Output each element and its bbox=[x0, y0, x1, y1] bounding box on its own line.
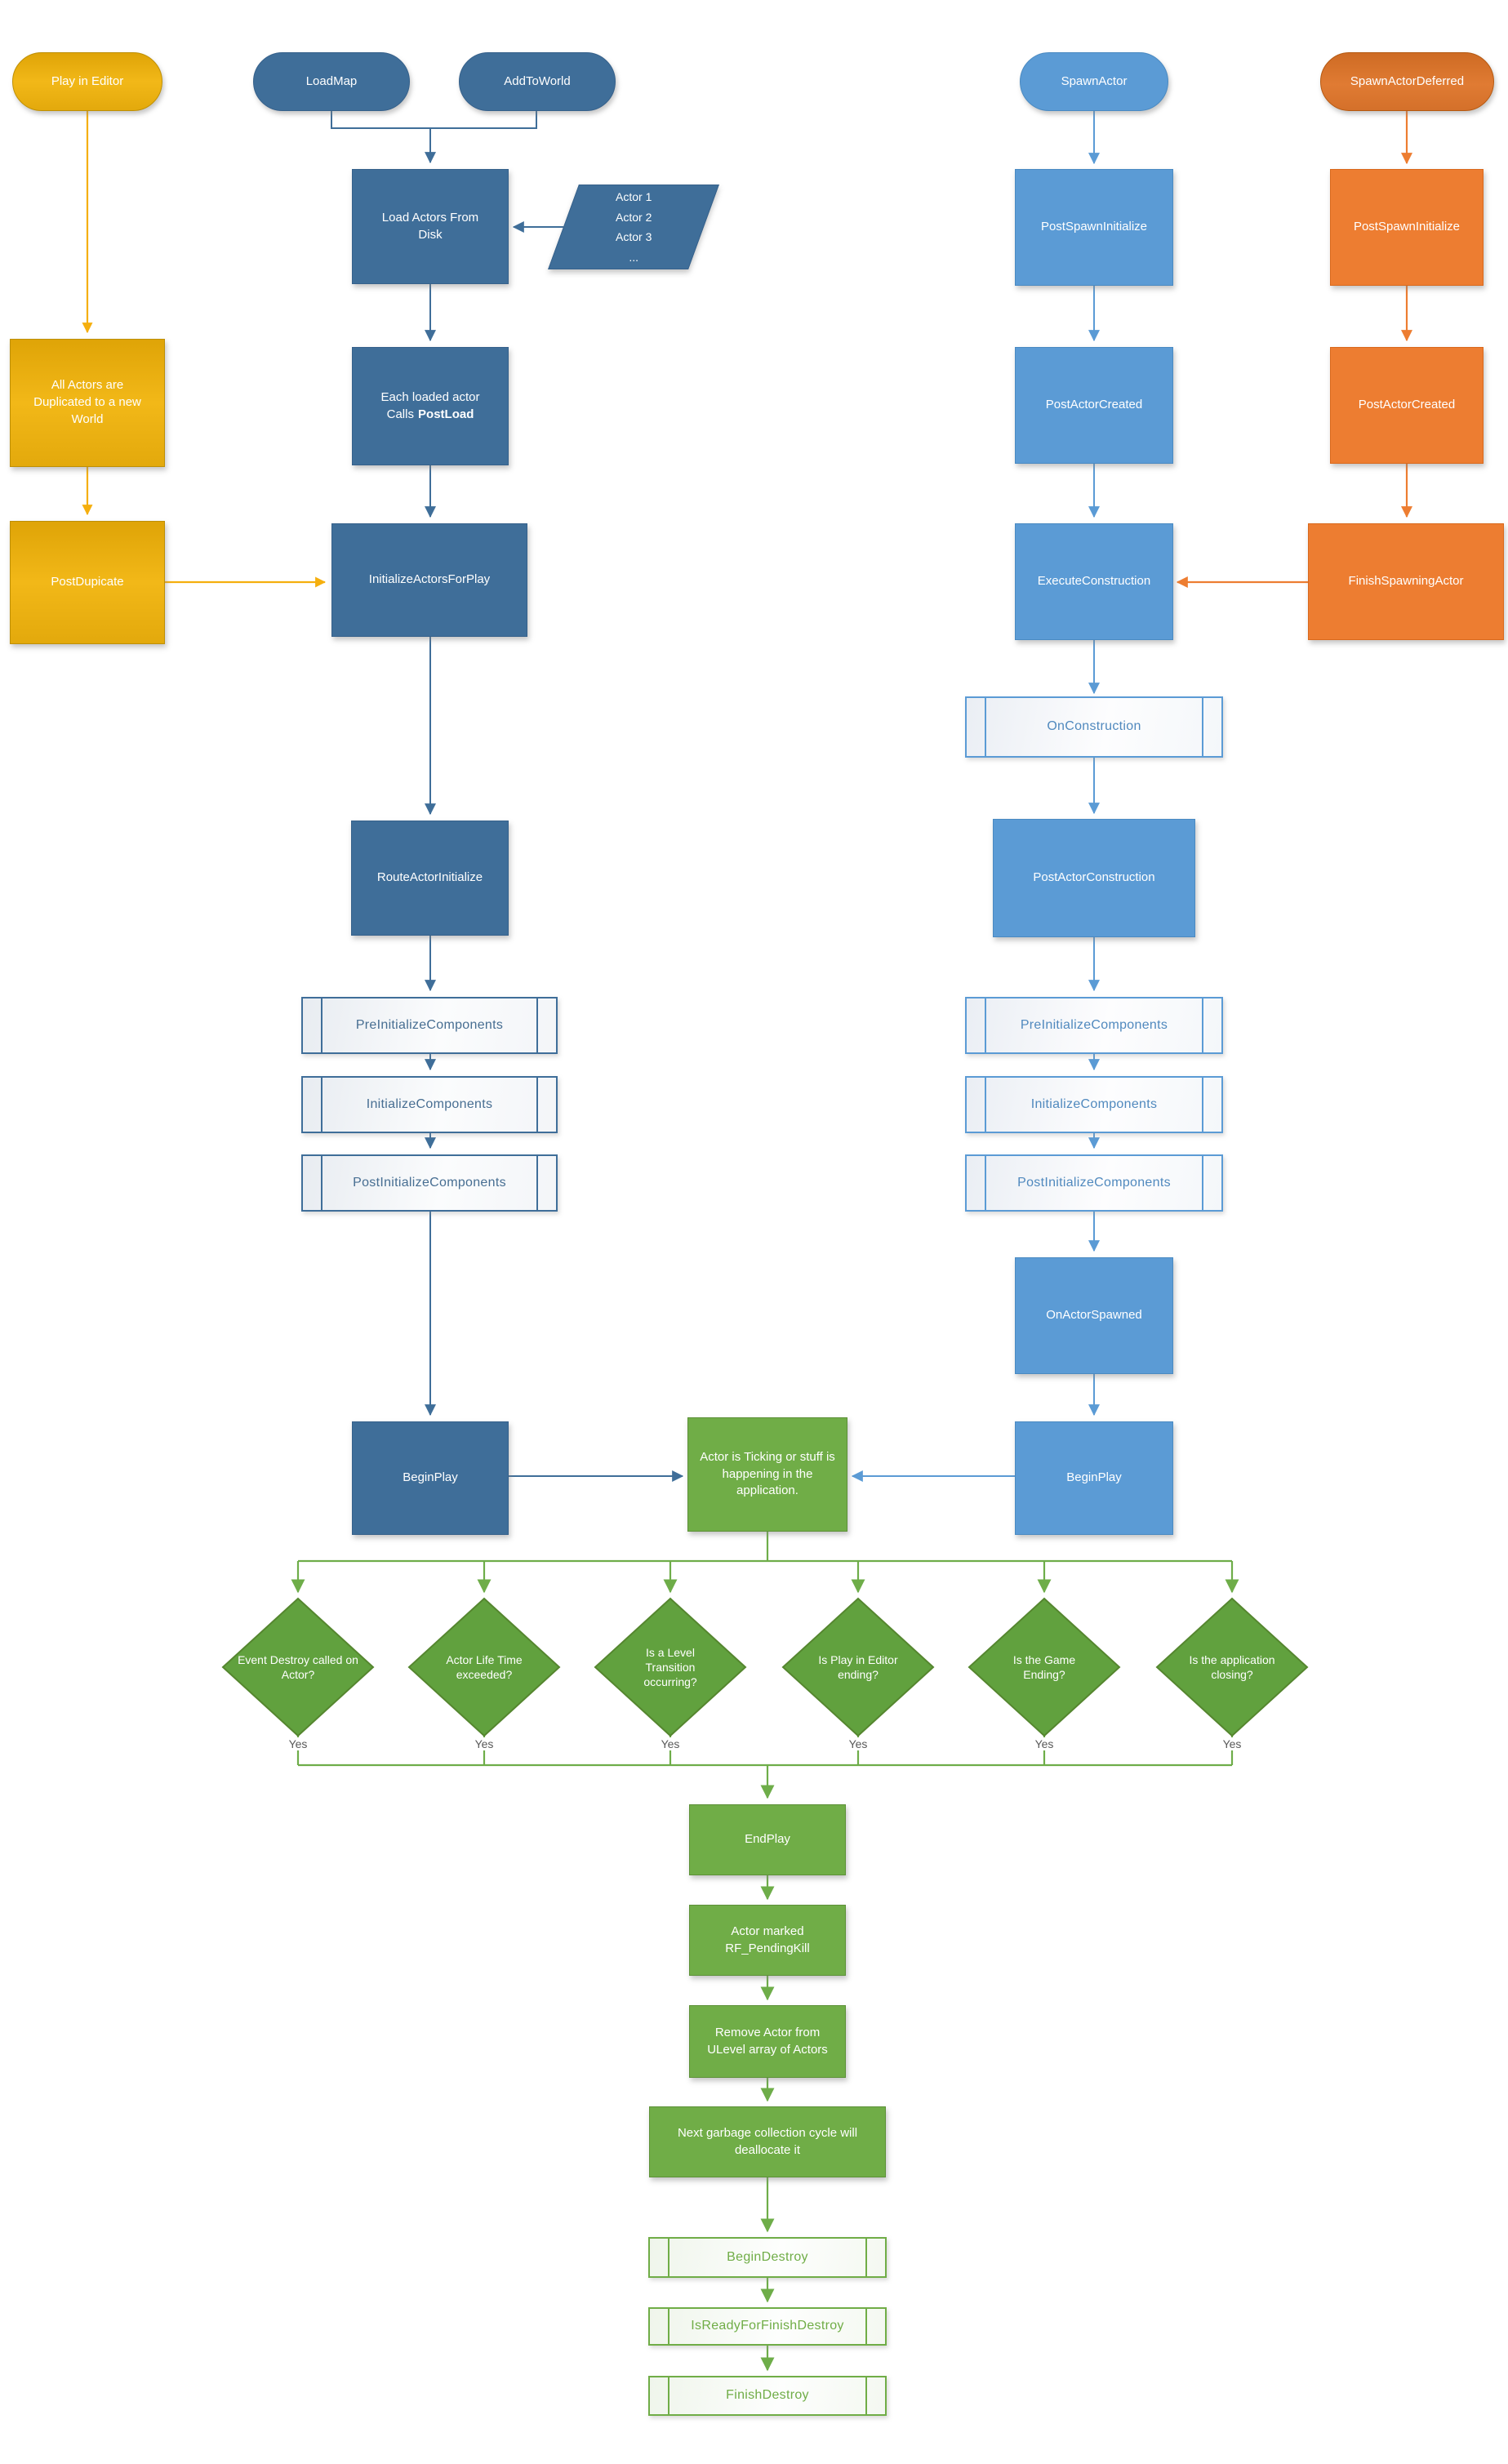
node-load-actors-from-disk: Load Actors From Disk bbox=[352, 169, 509, 284]
decision-game-ending-shape bbox=[968, 1597, 1121, 1737]
node-post-spawn-initialize: PostSpawnInitialize bbox=[1015, 169, 1173, 286]
node-spawn-actor-deferred: SpawnActorDeferred bbox=[1320, 52, 1494, 111]
node-pre-initialize-components-left: PreInitializeComponents bbox=[301, 997, 558, 1054]
node-finish-spawning-actor: FinishSpawningActor bbox=[1308, 523, 1504, 640]
yes-label: Yes bbox=[461, 1737, 507, 1750]
decision-event-destroy-shape bbox=[221, 1597, 375, 1737]
node-all-actors-duplicated: All Actors are Duplicated to a new World bbox=[10, 339, 165, 467]
node-initialize-components-right: InitializeComponents bbox=[965, 1076, 1223, 1133]
node-initialize-actors-for-play: InitializeActorsForPlay bbox=[331, 523, 527, 637]
yes-label: Yes bbox=[275, 1737, 321, 1750]
decision-game-ending: Is the Game Ending? bbox=[1012, 1652, 1076, 1681]
decision-app-closing-shape bbox=[1155, 1597, 1309, 1737]
decision-level-transition-shape bbox=[594, 1597, 747, 1737]
node-end-play: EndPlay bbox=[689, 1804, 846, 1875]
node-post-actor-construction: PostActorConstruction bbox=[993, 819, 1195, 937]
node-remove-actor-from-ulevel: Remove Actor from ULevel array of Actors bbox=[689, 2005, 846, 2078]
yes-label: Yes bbox=[647, 1737, 693, 1750]
decision-lifetime: Actor Life Time exceeded? bbox=[446, 1652, 523, 1681]
node-add-to-world: AddToWorld bbox=[459, 52, 616, 111]
node-begin-play-left: BeginPlay bbox=[352, 1421, 509, 1535]
decision-event-destroy: Event Destroy called on Actor? bbox=[238, 1652, 358, 1681]
node-execute-construction: ExecuteConstruction bbox=[1015, 523, 1173, 640]
node-post-actor-created-deferred: PostActorCreated bbox=[1330, 347, 1484, 464]
actor-list-lines: Actor 1 Actor 2 Actor 3 ... bbox=[615, 190, 652, 264]
decision-app-closing: Is the application closing? bbox=[1189, 1652, 1275, 1681]
decision-level-transition: Is a Level Transition occurring? bbox=[643, 1645, 697, 1689]
node-spawn-actor: SpawnActor bbox=[1020, 52, 1168, 111]
node-post-actor-created: PostActorCreated bbox=[1015, 347, 1173, 464]
yes-label: Yes bbox=[1209, 1737, 1255, 1750]
node-play-in-editor: Play in Editor bbox=[12, 52, 162, 111]
node-on-construction: OnConstruction bbox=[965, 696, 1223, 758]
node-post-spawn-initialize-deferred: PostSpawnInitialize bbox=[1330, 169, 1484, 286]
node-actor-ticking: Actor is Ticking or stuff is happening i… bbox=[687, 1417, 847, 1532]
node-is-ready-for-finish-destroy: IsReadyForFinishDestroy bbox=[648, 2307, 887, 2346]
yes-label: Yes bbox=[1021, 1737, 1067, 1750]
node-post-initialize-components-right: PostInitializeComponents bbox=[965, 1154, 1223, 1212]
decision-lifetime-shape bbox=[407, 1597, 561, 1737]
node-initialize-components-left: InitializeComponents bbox=[301, 1076, 558, 1133]
node-post-initialize-components-left: PostInitializeComponents bbox=[301, 1154, 558, 1212]
node-finish-destroy: FinishDestroy bbox=[648, 2376, 887, 2416]
node-garbage-collection: Next garbage collection cycle will deall… bbox=[649, 2106, 886, 2177]
node-route-actor-initialize: RouteActorInitialize bbox=[351, 821, 509, 936]
node-begin-play-right: BeginPlay bbox=[1015, 1421, 1173, 1535]
decision-pie-ending: Is Play in Editor ending? bbox=[818, 1652, 898, 1681]
node-actor-marked-pending-kill: Actor marked RF_PendingKill bbox=[689, 1905, 846, 1976]
node-post-dupicate: PostDupicate bbox=[10, 521, 165, 644]
node-load-map: LoadMap bbox=[253, 52, 410, 111]
node-pre-initialize-components-right: PreInitializeComponents bbox=[965, 997, 1223, 1054]
decision-pie-ending-shape bbox=[781, 1597, 935, 1737]
yes-label: Yes bbox=[835, 1737, 881, 1750]
node-begin-destroy: BeginDestroy bbox=[648, 2237, 887, 2278]
node-on-actor-spawned: OnActorSpawned bbox=[1015, 1257, 1173, 1374]
